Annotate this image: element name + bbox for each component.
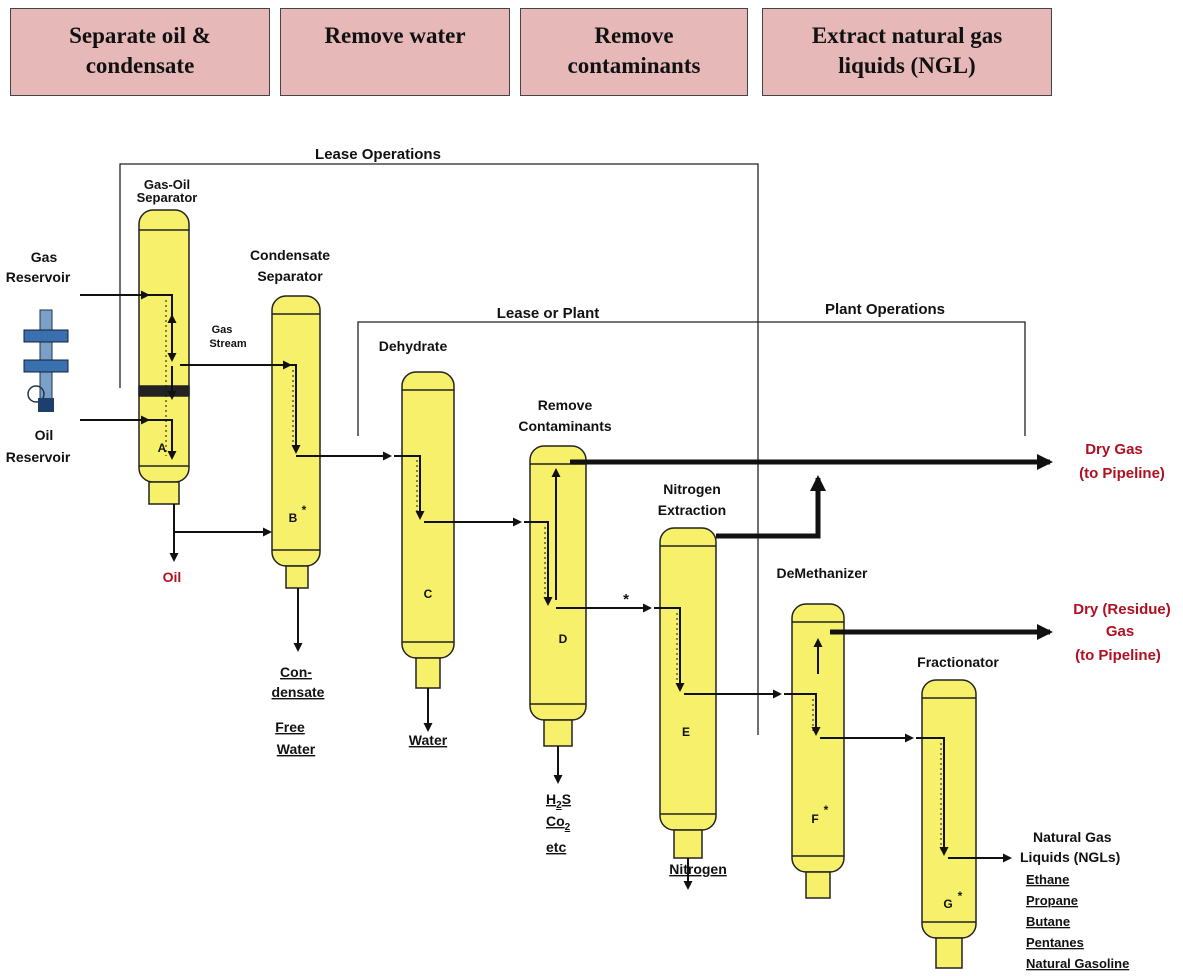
lease-operations-bracket — [119, 163, 759, 735]
stage-box-extract-ngl: Extract natural gas liquids (NGL) — [762, 8, 1052, 96]
h2s-sub: 2 — [556, 800, 562, 811]
vessel-b-mark: * — [302, 503, 307, 517]
vessel-a-letter: A — [158, 441, 167, 455]
free-water-label-1: Water — [277, 741, 316, 757]
dry-gas-label-1: (to Pipeline) — [1079, 465, 1165, 482]
vessel-a-title-0: Gas-Oil — [144, 177, 190, 192]
gas-stream-label-1: Stream — [209, 338, 247, 350]
fractionator-vessel — [921, 679, 977, 969]
vessel-g-letter: G — [943, 897, 952, 911]
gas-reservoir-label-1: Reservoir — [6, 269, 71, 285]
vessel-c-letter: C — [424, 587, 433, 601]
condensate-label-1: densate — [272, 684, 325, 700]
stage-label: Remove water — [324, 23, 466, 48]
co2-part: Co — [546, 813, 565, 829]
ngl-item: Ethane — [1026, 872, 1069, 887]
oil-reservoir-label-0: Oil — [35, 427, 54, 443]
condensate-label-0: Con- — [280, 664, 312, 680]
stage-label: Extract natural gas — [811, 23, 1003, 48]
gas-stream-label-0: Gas — [212, 324, 233, 336]
free-water-label-0: Free — [275, 719, 305, 735]
vessel-b-letter: B — [289, 511, 298, 525]
vessel-e-title-0: Nitrogen — [663, 481, 721, 497]
vessel-c-title-0: Dehydrate — [379, 338, 448, 354]
svg-text:Co2: Co2 — [546, 813, 571, 833]
vessel-e-letter: E — [682, 725, 690, 739]
h2s-tail: S — [562, 791, 571, 807]
residue-gas-label-1: Gas — [1106, 623, 1134, 640]
stage-box-remove-water: Remove water — [280, 8, 510, 96]
vessel-g-mark: * — [958, 889, 963, 903]
oil-reservoir-label-1: Reservoir — [6, 449, 71, 465]
vessel-f-letter: F — [811, 812, 818, 826]
co2-sub: 2 — [565, 822, 571, 833]
nitrogen-extraction-vessel — [659, 527, 717, 859]
etc-label: etc — [546, 839, 566, 855]
flow-star: * — [623, 591, 629, 608]
lease-or-plant-label: Lease or Plant — [497, 305, 600, 322]
wellhead-icon — [23, 309, 69, 412]
lease-or-plant-bracket — [357, 321, 1026, 436]
residue-gas-label-0: Dry (Residue) — [1073, 601, 1171, 618]
vessel-b-title-1: Separator — [257, 268, 323, 284]
nitrogen-output-label: Nitrogen — [669, 861, 727, 877]
co2-label: Co2 — [546, 813, 571, 833]
vessel-d-title-0: Remove — [538, 397, 593, 413]
stage-label: contaminants — [567, 52, 701, 78]
vessel-d-title-1: Contaminants — [518, 418, 612, 434]
water-output-label: Water — [409, 732, 448, 748]
contaminant-removal-vessel — [529, 445, 587, 747]
oil-output-label: Oil — [163, 569, 182, 585]
vessel-b-title-0: Condensate — [250, 247, 330, 263]
stage-label: liquids (NGL) — [838, 52, 976, 78]
h2s-label: H2S — [546, 791, 571, 811]
vessel-d-letter: D — [559, 632, 568, 646]
stage-label: Remove — [594, 23, 674, 48]
svg-text:H2S: H2S — [546, 791, 571, 811]
dry-gas-label-0: Dry Gas — [1085, 441, 1143, 458]
stage-label: Separate oil & — [69, 23, 211, 48]
vessel-f-mark: * — [824, 803, 829, 817]
vessel-f-title-0: DeMethanizer — [776, 565, 868, 581]
vessel-g-title-0: Fractionator — [917, 654, 999, 670]
plant-operations-label: Plant Operations — [825, 301, 945, 318]
ngl-item: Natural Gasoline — [1026, 956, 1129, 971]
residue-gas-label-2: (to Pipeline) — [1075, 647, 1161, 664]
demethanizer-vessel — [791, 603, 845, 899]
dehydrator-vessel — [401, 371, 455, 689]
ngl-item: Butane — [1026, 914, 1070, 929]
ngl-label-0: Natural Gas — [1033, 829, 1112, 845]
stage-label: condensate — [85, 52, 195, 78]
vessel-a-title-1: Separator — [137, 190, 198, 205]
vessel-e-title-1: Extraction — [658, 502, 726, 518]
ngl-item: Pentanes — [1026, 935, 1084, 950]
lease-operations-label: Lease Operations — [315, 146, 441, 163]
stage-box-separate: Separate oil & condensate — [10, 8, 270, 96]
ngl-label-1: Liquids (NGLs) — [1020, 849, 1120, 865]
gas-oil-separator-vessel — [138, 209, 190, 505]
gas-reservoir-label-0: Gas — [31, 249, 58, 265]
h2s-part: H — [546, 791, 556, 807]
ngl-item: Propane — [1026, 893, 1078, 908]
stage-box-remove-contaminants: Remove contaminants — [520, 8, 748, 96]
